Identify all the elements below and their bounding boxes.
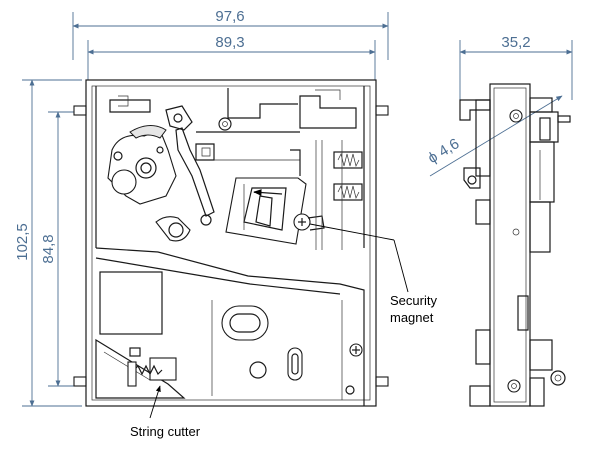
string-cutter-label: String cutter xyxy=(130,424,201,439)
mounting-pin-bottom-right xyxy=(375,376,389,387)
dimension-side-depth: 35,2 xyxy=(459,34,573,100)
inner-width-label: 89,3 xyxy=(215,34,244,51)
mounting-pin-top-right xyxy=(375,105,389,116)
security-magnet-label-line2: magnet xyxy=(390,310,434,325)
overall-height-label: 102,5 xyxy=(14,223,31,261)
overall-width-label: 97,6 xyxy=(215,8,244,25)
security-magnet-callout: Security magnet xyxy=(309,223,437,325)
mounting-hole-bottom xyxy=(507,379,521,393)
return-slot xyxy=(287,347,303,381)
mounting-hole-top xyxy=(509,109,523,123)
dimension-overall-width: 97,6 xyxy=(72,8,389,60)
security-magnet xyxy=(225,177,325,245)
string-cutter xyxy=(95,338,186,399)
hole-diameter-label: ϕ 4,6 xyxy=(425,135,462,167)
front-plate xyxy=(85,79,377,407)
label-plate xyxy=(99,271,163,335)
dimension-hole-diameter: ϕ 4,6 xyxy=(425,95,563,177)
string-cutter-callout: String cutter xyxy=(130,385,201,439)
security-magnet-label-line1: Security xyxy=(390,293,437,308)
mounting-pin-top-left xyxy=(73,105,87,116)
coin-slot xyxy=(221,305,269,341)
dimension-inner-width: 89,3 xyxy=(87,34,376,80)
spring-lower xyxy=(333,183,363,201)
side-view xyxy=(459,83,571,407)
mounting-pin-bottom-left xyxy=(73,376,87,387)
front-view xyxy=(73,79,389,407)
spring-upper xyxy=(333,151,363,169)
dimension-overall-height: 102,5 xyxy=(14,79,82,407)
side-depth-label: 35,2 xyxy=(501,34,530,51)
dimension-inner-height: 84,8 xyxy=(40,111,82,387)
inner-height-label: 84,8 xyxy=(40,234,57,263)
side-body xyxy=(489,83,531,407)
